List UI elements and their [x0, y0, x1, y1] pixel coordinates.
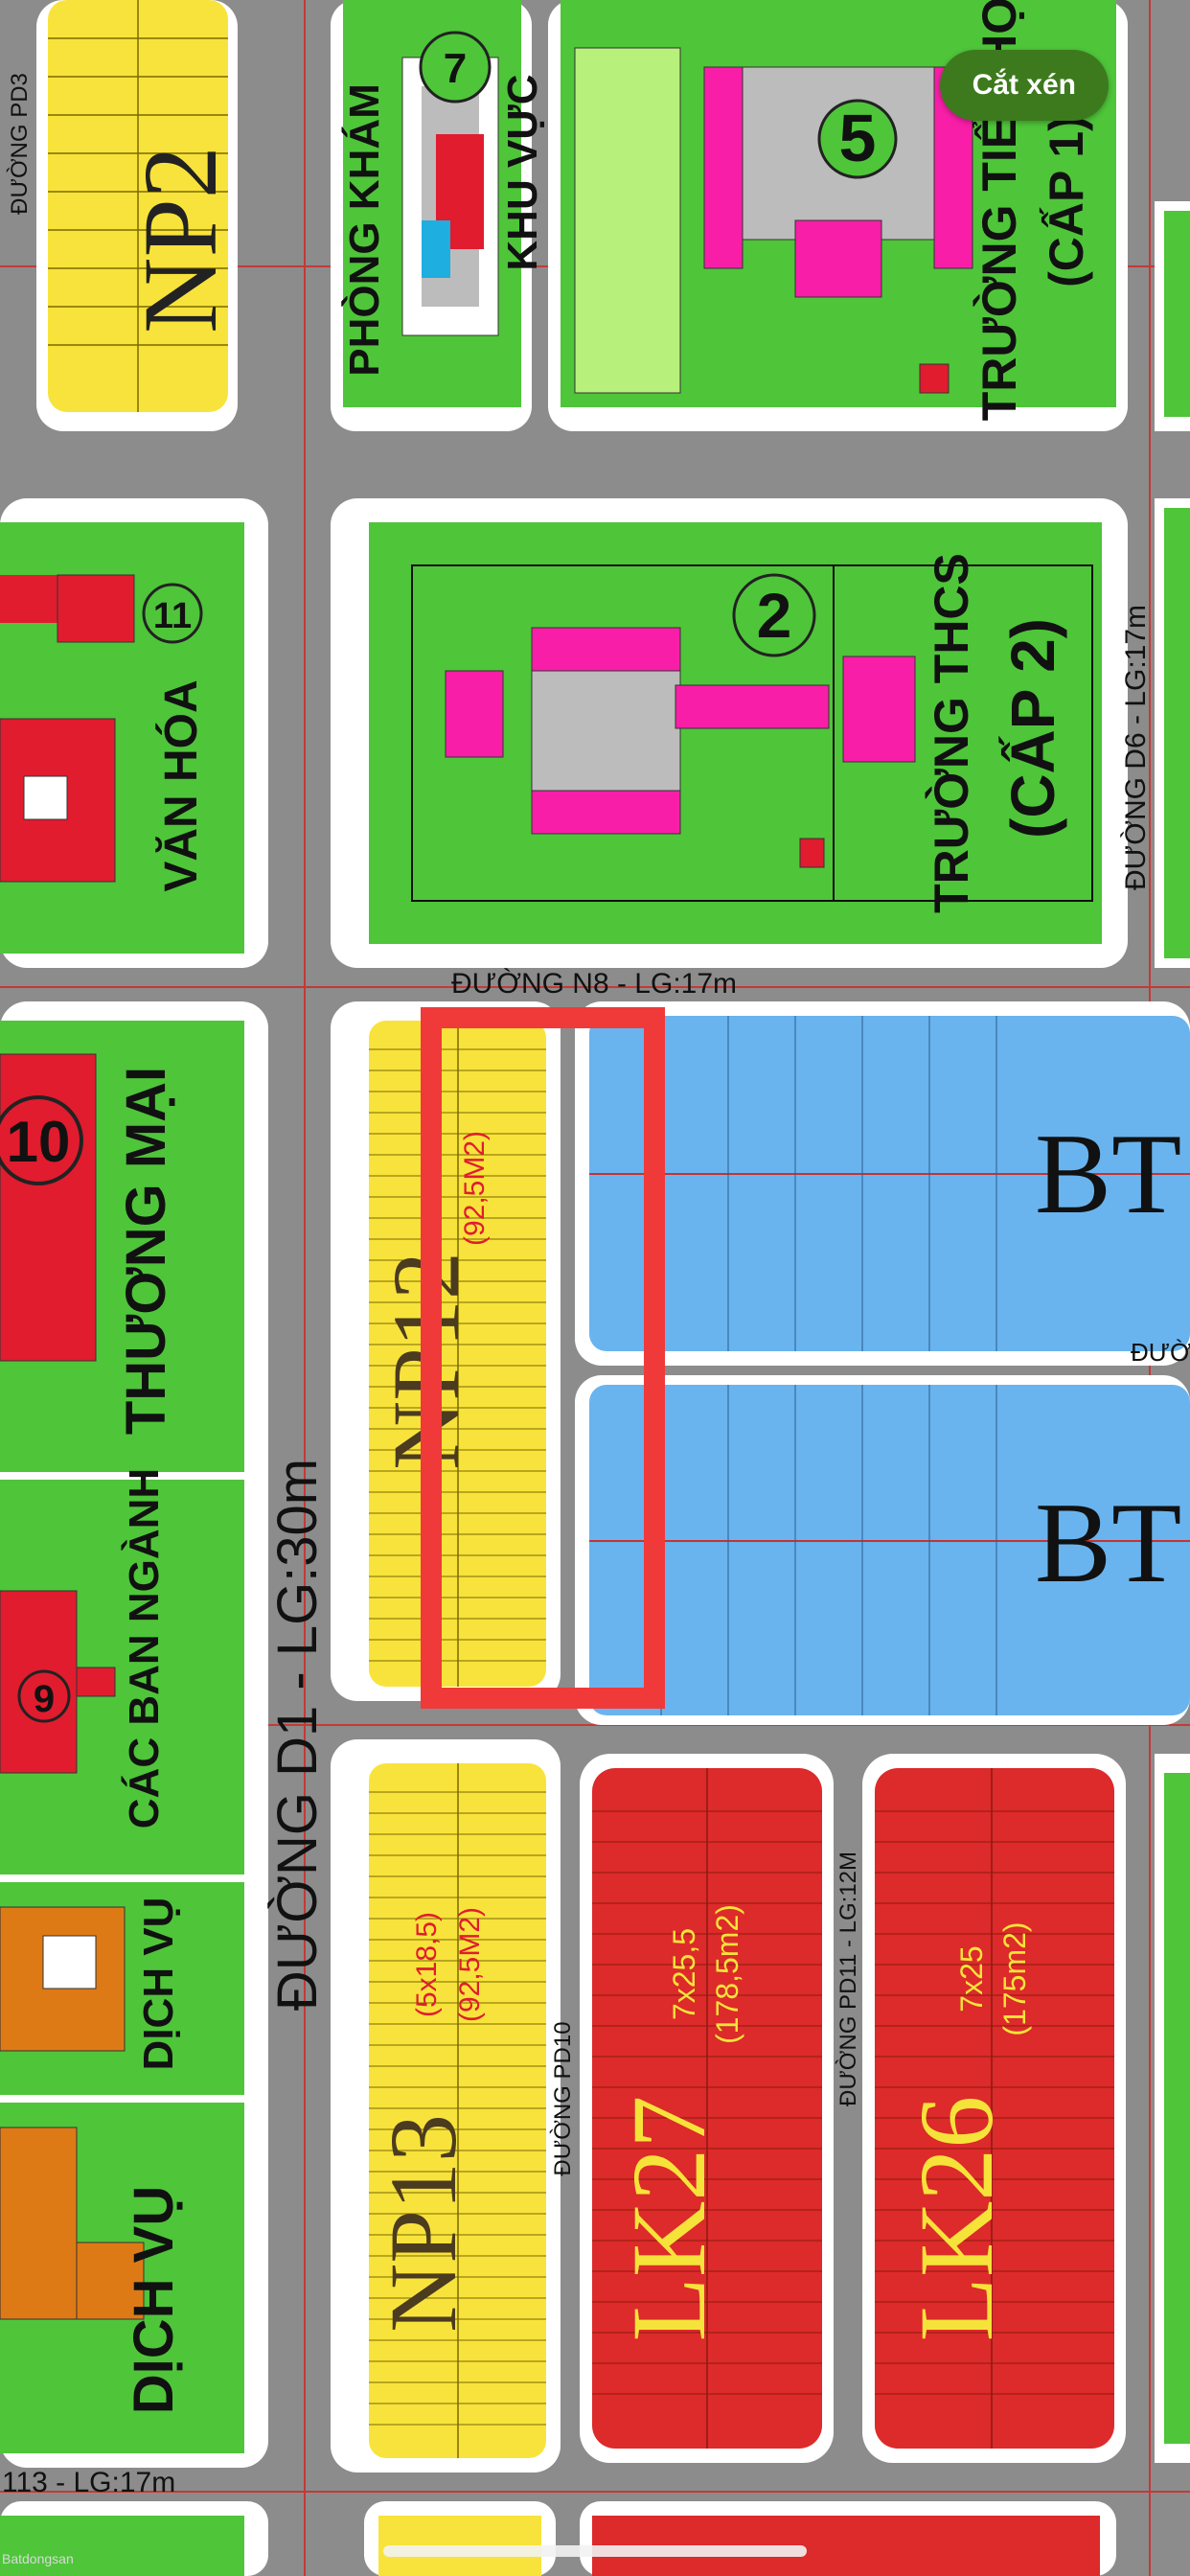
culture-number: 11	[153, 596, 192, 636]
road-n13: 113 - LG:17m	[2, 2467, 175, 2498]
road-pd11: ĐƯỜNG PD11 - LG:12M	[835, 1852, 861, 2106]
road-d6: ĐƯỜNG D6 - LG:17m	[1120, 605, 1152, 890]
road-d1: ĐƯỜNG D1 - LG:30m	[266, 1459, 329, 2011]
clinic-number: 7	[444, 45, 467, 92]
np13-area: (92,5M2)	[454, 1907, 486, 2022]
bt-upper-label: BT	[1035, 1110, 1181, 1237]
middle-school-number: 2	[757, 580, 792, 651]
np13-dims: (5x18,5)	[411, 1912, 443, 2017]
lk26-dims: 7x25	[954, 1945, 989, 2012]
boards-number: 9	[34, 1678, 55, 1720]
lk26-area: (175m2)	[997, 1921, 1032, 2036]
road-right-label: ĐƯỜ	[1131, 1338, 1190, 1367]
np12-area: (92,5M2)	[459, 1131, 491, 1246]
commerce-number: 10	[7, 1110, 71, 1174]
lk27-area: (178,5m2)	[710, 1904, 744, 2044]
highlight-frame	[421, 1007, 665, 1709]
lk26-label: LK26	[898, 2096, 1015, 2342]
service-label-1: DỊCH VỤ	[135, 1898, 182, 2071]
middle-school-label-1: TRƯỜNG THCS	[925, 553, 978, 913]
commerce-label: THƯƠNG MẠI	[115, 1067, 177, 1435]
home-indicator[interactable]	[383, 2545, 807, 2557]
np2-label: NP2	[122, 146, 239, 334]
road-pd3: ĐƯỜNG PD3	[7, 73, 33, 215]
lk27-label: LK27	[610, 2096, 727, 2342]
clinic-label-2: KHU VỰC	[499, 74, 546, 270]
middle-school-label-2: (CẤP 2)	[998, 618, 1067, 839]
primary-school-number: 5	[839, 101, 877, 175]
service-label-2: DỊCH VỤ	[123, 2186, 185, 2414]
bt-lower-label: BT	[1035, 1479, 1181, 1606]
road-n8: ĐƯỜNG N8 - LG:17m	[451, 968, 737, 1000]
primary-school-label-2: (CẤP 1)	[1040, 115, 1093, 288]
np13-label: NP13	[370, 2114, 476, 2333]
culture-label: VĂN HÓA	[154, 679, 207, 891]
crop-button[interactable]: Cắt xén	[939, 50, 1109, 121]
lk27-dims: 7x25,5	[667, 1928, 701, 2020]
clinic-label-1: PHÒNG KHÁM	[340, 83, 388, 377]
boards-label: CÁC BAN NGÀNH	[120, 1468, 168, 1828]
road-pd10: ĐƯỜNG PD10	[550, 2021, 576, 2175]
watermark-text: Batdongsan	[2, 2551, 74, 2566]
